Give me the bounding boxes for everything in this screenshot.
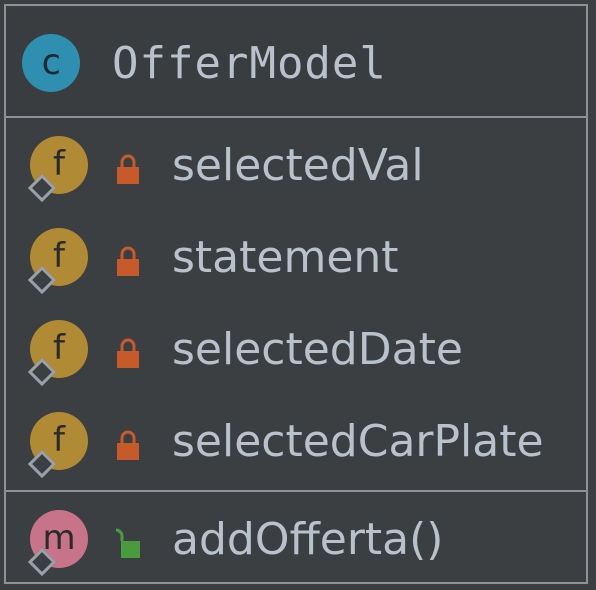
uml-class-box: c OfferModel f selectedVal f statement f xyxy=(4,4,588,584)
private-lock-icon xyxy=(117,338,139,368)
field-icon-letter: f xyxy=(53,420,65,460)
field-icon-letter: f xyxy=(53,328,65,368)
method-name: addOfferta() xyxy=(172,514,444,565)
method-icon: m xyxy=(27,510,88,577)
methods-divider xyxy=(6,490,586,492)
field-row: f selectedCarPlate xyxy=(6,396,586,488)
field-icon: f xyxy=(27,228,88,295)
field-icon-letter: f xyxy=(53,144,65,184)
field-icon: f xyxy=(27,136,88,203)
field-row: f selectedDate xyxy=(6,304,586,396)
field-name: selectedDate xyxy=(172,324,463,375)
field-name: selectedVal xyxy=(172,140,424,191)
field-row: f statement xyxy=(6,212,586,304)
method-row: m addOfferta() xyxy=(6,494,586,586)
final-marker-icon xyxy=(27,449,57,479)
method-icon-letter: m xyxy=(42,518,76,558)
field-row: f selectedVal xyxy=(6,120,586,212)
class-name: OfferModel xyxy=(112,38,387,89)
field-name: selectedCarPlate xyxy=(172,416,544,467)
private-lock-icon xyxy=(117,246,139,276)
class-icon: c xyxy=(22,34,80,92)
final-marker-icon xyxy=(27,357,57,387)
private-lock-icon xyxy=(117,430,139,460)
public-lock-icon xyxy=(116,528,140,558)
class-header: c OfferModel xyxy=(6,6,586,118)
field-icon-letter: f xyxy=(53,236,65,276)
field-icon: f xyxy=(27,412,88,479)
class-icon-letter: c xyxy=(40,42,62,83)
final-marker-icon xyxy=(27,173,57,203)
field-name: statement xyxy=(172,232,399,283)
field-icon: f xyxy=(27,320,88,387)
private-lock-icon xyxy=(117,154,139,184)
final-marker-icon xyxy=(27,265,57,295)
